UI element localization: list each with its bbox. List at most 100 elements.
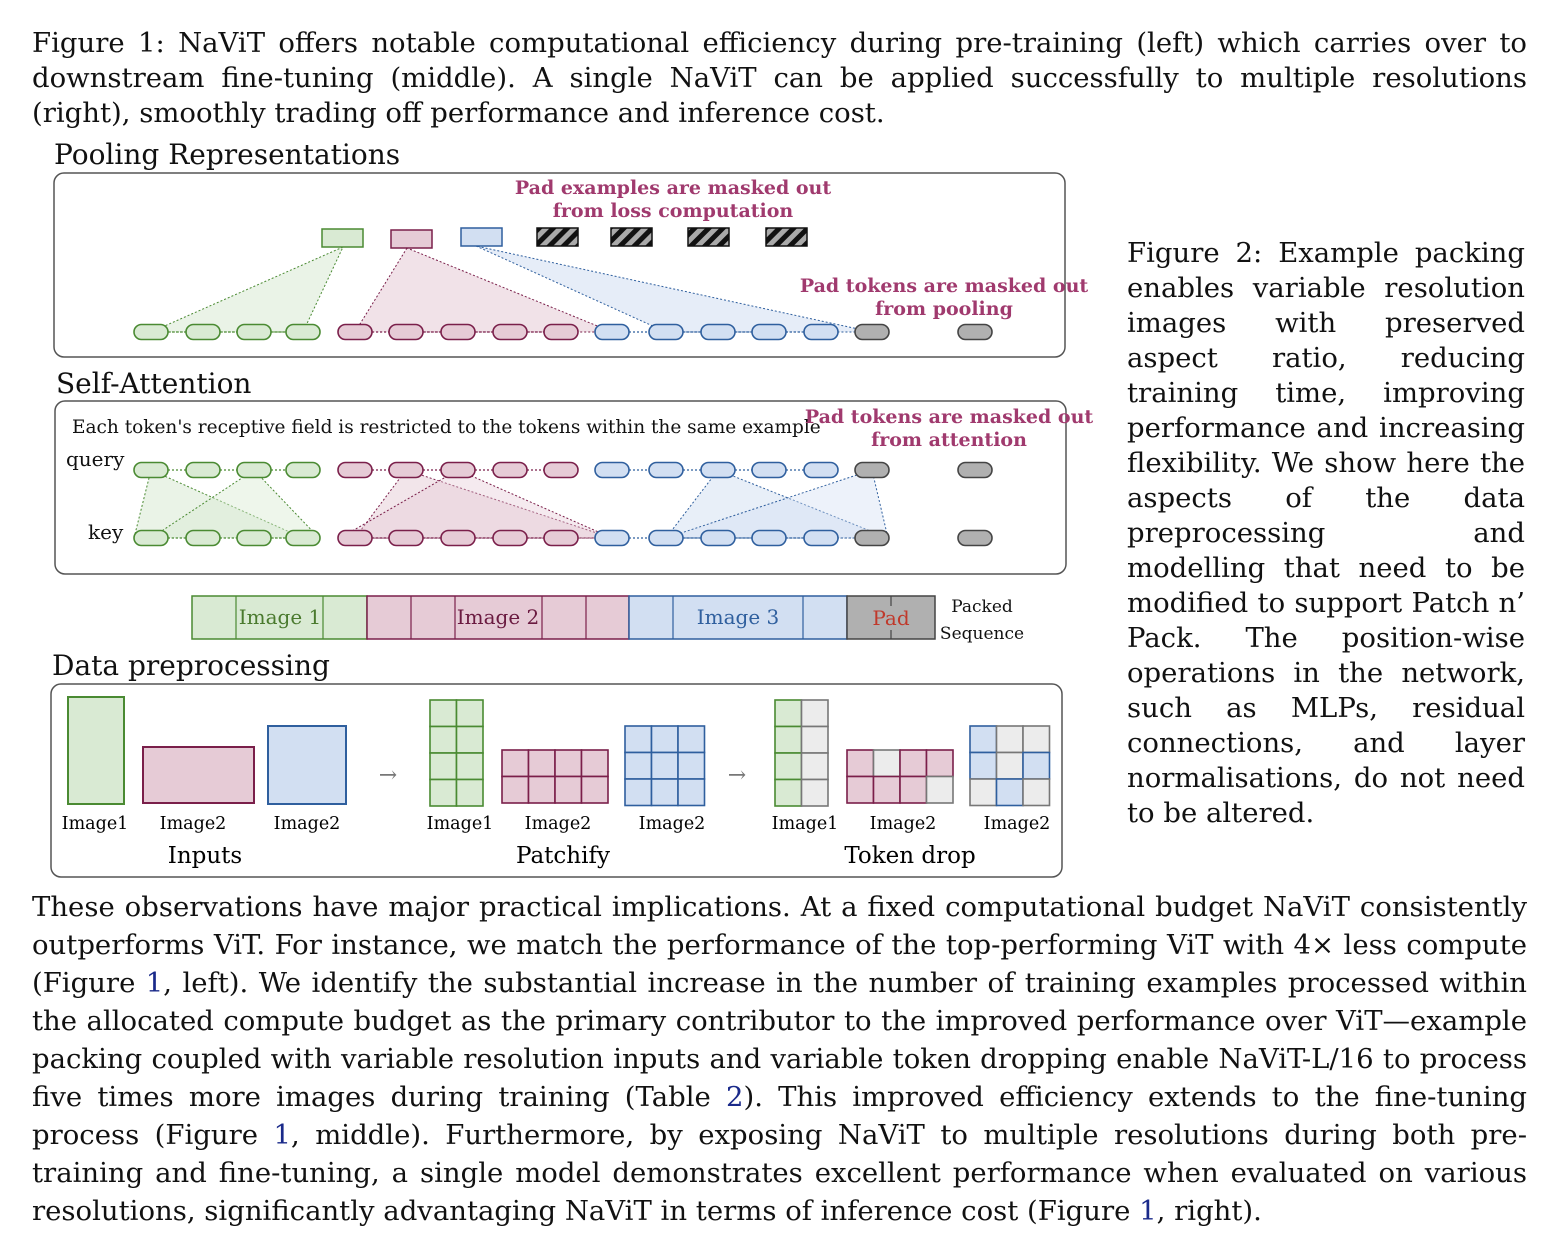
body-paragraph: These observations have major practical … — [32, 888, 1527, 1230]
body-text-segment: , middle). Furthermore, by exposing NaVi… — [32, 1119, 1527, 1227]
pad-tokens-attention-note-line2: from attention — [871, 429, 1027, 451]
patch-cell — [995, 778, 1024, 807]
input-image1 — [67, 696, 125, 805]
patch-cell — [872, 775, 901, 804]
token-green — [285, 529, 321, 547]
packed-image1-label: Image 1 — [239, 605, 322, 629]
patch-cell — [455, 752, 484, 781]
pad-example-box — [687, 227, 730, 247]
token-green — [185, 529, 221, 547]
packed-sequence: Image 1 Image 2 Image 3 Pad Packed Seque… — [191, 595, 1024, 644]
attention-fans — [133, 469, 889, 539]
figure-reference-link[interactable]: 1 — [145, 967, 164, 999]
token-pink — [492, 461, 528, 479]
key-label: key — [88, 520, 124, 544]
input-image2-wide — [142, 746, 255, 804]
pooling-fan-green — [150, 246, 345, 333]
patch-cell — [677, 751, 706, 780]
token-pink — [440, 461, 476, 479]
table-reference-link[interactable]: 2 — [725, 1081, 744, 1113]
token-pink — [388, 529, 424, 547]
data-preprocessing-title: Data preprocessing — [52, 649, 330, 682]
token-pink — [388, 323, 424, 341]
body-text-segment: , left). We identify the substantial inc… — [32, 967, 1527, 1113]
patch-cell — [455, 699, 484, 728]
patch-cell — [774, 725, 803, 754]
patch-cell — [925, 749, 954, 778]
token-drop-stage-label: Token drop — [844, 843, 975, 869]
token-pink — [337, 529, 373, 547]
patchify-image-label: Image2 — [525, 814, 592, 834]
figure-reference-link[interactable]: 1 — [1139, 1195, 1157, 1227]
token-green — [133, 323, 169, 341]
patch-cell — [527, 749, 556, 778]
self-attention-description: Each token's receptive field is restrict… — [72, 417, 821, 438]
patch-cell — [650, 778, 679, 807]
patchify-image-label: Image2 — [639, 814, 706, 834]
token-drop-image-label: Image2 — [984, 814, 1051, 834]
patch-cell — [899, 749, 928, 778]
token-pink — [543, 461, 579, 479]
pooled-repr-blue — [460, 227, 503, 247]
patch-cell — [624, 778, 653, 807]
pooled-repr-pink — [390, 229, 433, 249]
body-text-segment: These observations have major practical … — [32, 891, 1527, 999]
pooling-title: Pooling Representations — [54, 138, 400, 171]
dropped-patch — [800, 725, 829, 754]
token-pink — [440, 529, 476, 547]
token-green — [185, 323, 221, 341]
patch-cell — [455, 725, 484, 754]
pad-examples-note-line2: from loss computation — [553, 200, 794, 222]
pad-tokens-attention-note-line1: Pad tokens are masked out — [805, 406, 1094, 428]
pad-example-box — [610, 227, 653, 247]
token-blue — [803, 323, 839, 341]
figure2-diagram: Pooling Representations Self-Attention D… — [50, 138, 1094, 878]
patch-cell — [969, 751, 998, 780]
token-blue — [700, 323, 736, 341]
token-pink — [543, 323, 579, 341]
patch-cell — [774, 752, 803, 781]
dropped-patch — [800, 752, 829, 781]
patchify-stage-label: Patchify — [516, 843, 610, 869]
body-text-segment: ). This improved efficiency extends to t… — [32, 1081, 1528, 1151]
patch-cell — [677, 725, 706, 754]
dropped-patch — [1022, 725, 1051, 754]
dropped-patch — [995, 751, 1024, 780]
packed-image3-label: Image 3 — [697, 605, 780, 629]
inputs-stage-label: Inputs — [168, 843, 242, 869]
figure1-label: Figure 1: — [32, 27, 165, 59]
patch-grids — [429, 699, 1051, 807]
data-preprocessing-panel — [50, 683, 1063, 878]
patch-cell — [624, 751, 653, 780]
pooling-panel — [53, 172, 1066, 358]
pad-example-box — [765, 227, 808, 247]
token-blue — [751, 323, 787, 341]
token-pink — [337, 461, 373, 479]
token-rows — [133, 323, 993, 547]
input-image2-square — [267, 725, 347, 805]
patch-cell — [501, 775, 530, 804]
patch-cell — [899, 775, 928, 804]
figure-reference-link[interactable]: 1 — [273, 1119, 291, 1151]
patch-cell — [677, 778, 706, 807]
token-pink — [388, 461, 424, 479]
patch-cell — [774, 778, 803, 807]
dropped-patch — [800, 778, 829, 807]
figure1-caption: Figure 1: NaViT offers notable computati… — [32, 26, 1527, 131]
token-green — [236, 461, 272, 479]
patch-cell — [429, 752, 458, 781]
token-blue — [594, 323, 630, 341]
packed-image2-label: Image 2 — [457, 605, 540, 629]
pooled-repr-green — [321, 228, 364, 248]
token-blue — [751, 529, 787, 547]
patch-cell — [501, 749, 530, 778]
token-green — [236, 529, 272, 547]
patch-cell — [650, 725, 679, 754]
patch-cell — [580, 775, 609, 804]
pad-examples-note-line1: Pad examples are masked out — [515, 177, 831, 199]
pad-example-box — [536, 227, 579, 247]
token-blue — [648, 323, 684, 341]
token-blue — [700, 529, 736, 547]
patch-cell — [429, 725, 458, 754]
token-green — [185, 461, 221, 479]
